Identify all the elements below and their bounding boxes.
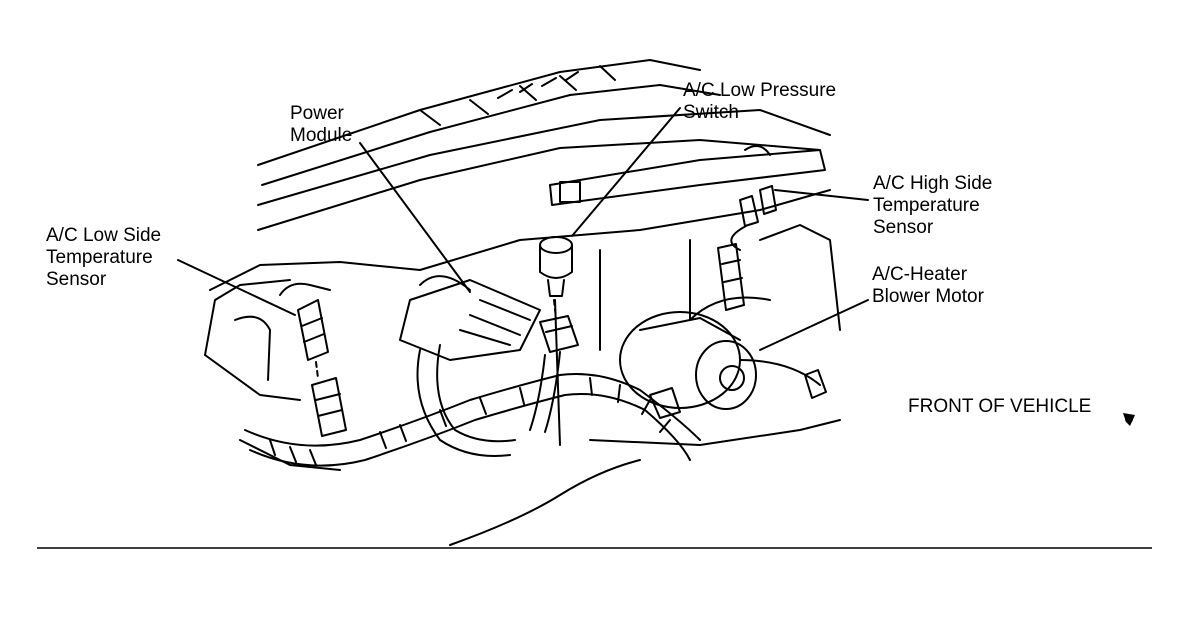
label-ac-heater-blower-motor: A/C-Heater Blower Motor [872, 264, 984, 307]
refrigerant-line [549, 145, 826, 206]
leader-power-module [359, 142, 471, 293]
leader-high-side-sensor [774, 189, 869, 201]
leader-lines [177, 107, 869, 351]
label-ac-high-side-temperature-sensor: A/C High Side Temperature Sensor [873, 173, 993, 238]
label-front-of-vehicle: FRONT OF VEHICLE [908, 396, 1092, 417]
label-ac-low-pressure-switch: A/C Low Pressure Switch [683, 80, 837, 123]
firewall [204, 189, 841, 546]
label-power-module: Power Module [290, 103, 353, 146]
wiring-harness [244, 344, 701, 467]
blower-motor [619, 311, 827, 410]
high-side-temp-sensor [717, 185, 777, 311]
pressure-switch-connector [539, 315, 579, 353]
cowl-panel [257, 59, 831, 231]
low-side-temp-sensor [279, 282, 347, 437]
leader-low-side-sensor [177, 259, 296, 316]
low-pressure-switch [539, 236, 573, 319]
leader-blower-motor [759, 299, 869, 351]
leader-low-pressure-switch [571, 107, 681, 237]
label-ac-low-side-temperature-sensor: A/C Low Side Temperature Sensor [46, 225, 162, 290]
power-module [399, 275, 541, 361]
front-direction-arrow-icon [1123, 413, 1135, 426]
